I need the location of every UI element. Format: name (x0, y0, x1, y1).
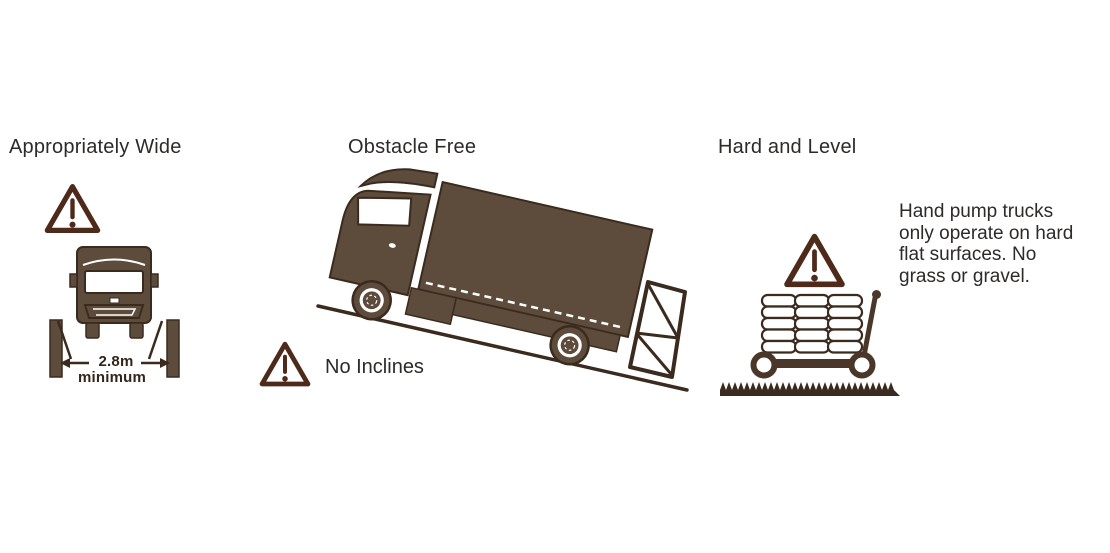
left-mirror (69, 273, 78, 288)
stacked-load (760, 293, 864, 354)
left-wheel (750, 351, 778, 379)
front-wheel (351, 280, 392, 321)
cab-roof (357, 168, 439, 189)
door-handle (388, 243, 396, 248)
right-wheel (129, 322, 144, 339)
section-title-obstacle-free: Obstacle Free (348, 136, 477, 158)
warning-triangle-icon (44, 184, 101, 233)
tilted-truck (328, 168, 654, 366)
rear-wheel (549, 324, 590, 366)
warning-triangle-icon (259, 341, 311, 387)
incline-truck-icon (316, 168, 689, 392)
right-mirror (150, 273, 159, 288)
note-line: grass or gravel. (899, 265, 1030, 287)
incline-ground-line (316, 304, 689, 392)
left-guide-line (56, 320, 73, 360)
right-post (166, 319, 180, 378)
right-wheel (848, 351, 876, 379)
pump-handle (860, 295, 878, 364)
tail-lift (628, 280, 687, 379)
windshield (84, 270, 144, 294)
cab (328, 189, 432, 297)
clearance-width-value: 2.8m (98, 353, 134, 370)
no-inclines-caption: No Inclines (325, 356, 424, 378)
section-title-hard-and-level: Hard and Level (718, 136, 857, 158)
license-plate (109, 297, 120, 304)
width-arrows (60, 358, 170, 368)
note-line: only operate on hard (899, 222, 1074, 244)
rough-surface (720, 382, 900, 396)
cab-window (357, 196, 413, 227)
hand-pump-truck-note: Hand pump trucks only operate on hard fl… (899, 201, 1110, 287)
warning-triangle-icon (784, 233, 845, 288)
section-title-appropriately-wide: Appropriately Wide (9, 136, 182, 158)
truck-front-body (69, 246, 159, 339)
note-line: flat surfaces. No (899, 244, 1037, 265)
clearance-width-qualifier: minimum (77, 369, 147, 386)
truck-front-icon (49, 246, 180, 378)
left-post (49, 319, 63, 378)
fork-frame (762, 359, 862, 368)
right-guide-line (147, 320, 164, 360)
handle-knob (872, 290, 881, 299)
hand-pump-truck-icon (720, 290, 900, 396)
note-line: Hand pump trucks (899, 201, 1054, 222)
left-wheel (85, 322, 100, 339)
